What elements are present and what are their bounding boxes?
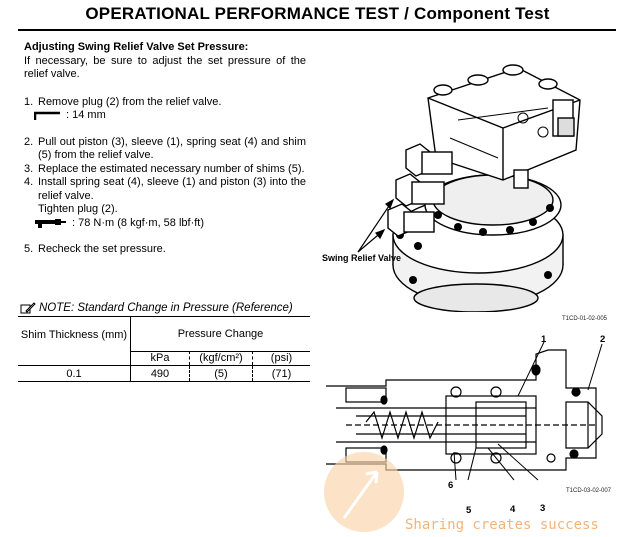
unit-kgf: (kgf/cm²) (189, 351, 253, 366)
intro-text: If necessary, be sure to adjust the set … (24, 54, 306, 81)
callout-1: 1 (541, 334, 547, 345)
step-number: 4. (24, 176, 34, 188)
step-text: Recheck the set pressure. (38, 243, 166, 255)
figure1-label: Swing Relief Valve (322, 253, 402, 263)
step-text: Replace the estimated necessary number o… (38, 162, 305, 175)
callout-4: 4 (510, 504, 516, 515)
callout-3: 3 (540, 503, 546, 514)
step-1: 1. Remove plug (2) from the relief valve… (24, 96, 306, 110)
torque-value: : 78 N·m (8 kgf·m, 58 lbf·ft) (72, 216, 205, 229)
cell-thickness: 0.1 (18, 365, 131, 382)
note-heading: NOTE: Standard Change in Pressure (Refer… (20, 302, 293, 314)
step-text: Install spring seat (4), sleeve (1) and … (38, 176, 306, 202)
table-header-pressure: Pressure Change (130, 316, 310, 352)
pressure-change-table: Shim Thickness (mm) Pressure Change kPa … (18, 316, 310, 382)
step-number: 5. (24, 243, 34, 255)
title-rule (18, 29, 616, 31)
table-header-shim: Shim Thickness (mm) (18, 316, 131, 351)
swing-motor-illustration (357, 64, 581, 312)
step-2: 2. Pull out piston (3), sleeve (1), spri… (24, 136, 306, 163)
hex-wrench-icon (34, 111, 60, 120)
cell-kgf: (5) (189, 365, 253, 382)
note-text: NOTE: Standard Change in Pressure (Refer… (39, 302, 293, 314)
step-number: 3. (24, 162, 34, 175)
step-number: 2. (24, 135, 34, 148)
unit-kpa: kPa (130, 351, 190, 366)
unit-psi: (psi) (252, 351, 310, 366)
watermark-logo-icon (324, 452, 404, 532)
wrench-size: : 14 mm (66, 109, 106, 121)
page-title: OPERATIONAL PERFORMANCE TEST / Component… (85, 4, 550, 23)
callout-2: 2 (600, 334, 606, 345)
step-5: 5. Recheck the set pressure. (24, 243, 306, 257)
procedure-column: Adjusting Swing Relief Valve Set Pressur… (24, 41, 306, 257)
step-4: 4. Install spring seat (4), sleeve (1) a… (24, 176, 306, 203)
figure2-caption: T1CD-03-02-007 (566, 488, 612, 494)
step-text: Pull out piston (3), sleeve (1), spring … (38, 135, 306, 162)
watermark-text: Sharing creates success (405, 517, 599, 533)
relief-valve-cross-section (326, 341, 603, 481)
step-number: 1. (24, 95, 34, 108)
wrench-spec-1: : 14 mm (34, 109, 306, 123)
section-heading: Adjusting Swing Relief Valve Set Pressur… (24, 41, 249, 53)
figure1-caption: T1CD-01-02-005 (562, 316, 608, 322)
step-subtext: Tighten plug (2). (38, 203, 118, 215)
step-3: 3. Replace the estimated necessary numbe… (24, 163, 306, 177)
cell-psi: (71) (252, 365, 310, 382)
torque-wrench-icon (35, 219, 66, 229)
torque-spec: : 78 N·m (8 kgf·m, 58 lbf·ft) (34, 217, 306, 231)
step-4-sub: Tighten plug (2). (24, 203, 306, 217)
cell-kpa: 490 (130, 365, 190, 382)
step-text: Remove plug (2) from the relief valve. (38, 95, 222, 108)
callout-6: 6 (448, 480, 454, 491)
callout-5: 5 (466, 505, 472, 516)
pencil-note-icon (20, 302, 36, 314)
